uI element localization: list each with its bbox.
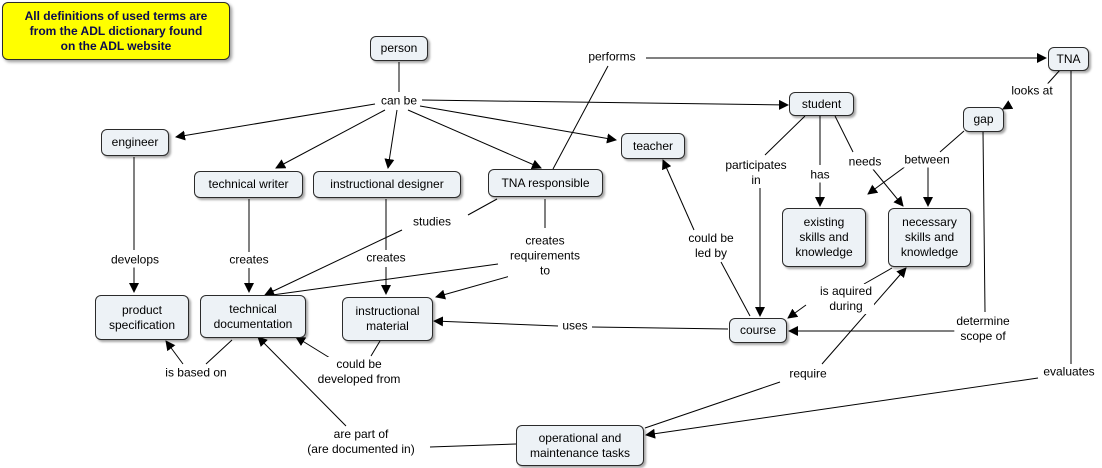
link-between: between — [902, 152, 952, 168]
link-determine-scope-of: determine scope of — [954, 314, 1012, 344]
connector-line — [939, 130, 965, 153]
concept-tna-responsible[interactable]: TNA responsible — [488, 169, 603, 197]
connector-line — [295, 336, 331, 359]
link-are-part-of: are part of (are documented in) — [305, 427, 417, 457]
concept-person[interactable]: person — [370, 36, 428, 61]
connector-line — [720, 261, 751, 317]
link-needs: needs — [846, 154, 884, 170]
link-looks-at: looks at — [1009, 83, 1055, 99]
link-has: has — [808, 167, 832, 183]
link-evaluates: evaluates — [1041, 364, 1097, 380]
connector-line — [370, 340, 381, 357]
link-performs: performs — [586, 49, 638, 65]
concept-technical-documentation[interactable]: technical documentation — [200, 295, 306, 338]
connector-line — [435, 274, 515, 300]
link-creates-requirements-to: creates requirements to — [507, 233, 583, 279]
connector-line — [644, 381, 781, 429]
connector-line — [867, 165, 907, 195]
concept-necessary-skills[interactable]: necessary skills and knowledge — [888, 208, 971, 267]
link-creates-id: creates — [364, 250, 408, 266]
concept-course[interactable]: course — [729, 318, 787, 343]
concept-student[interactable]: student — [789, 92, 854, 116]
concept-tna[interactable]: TNA — [1048, 47, 1089, 71]
connector-line — [419, 105, 617, 144]
concept-operational-tasks[interactable]: operational and maintenance tasks — [516, 425, 644, 466]
concept-technical-writer[interactable]: technical writer — [194, 171, 303, 198]
connector-line — [467, 198, 498, 216]
link-creates-tw: creates — [227, 252, 271, 268]
concept-teacher[interactable]: teacher — [621, 133, 685, 159]
link-participates-in: participates in — [723, 158, 789, 188]
connector-line — [205, 339, 233, 365]
link-could-be-developed-from: could be developed from — [315, 357, 403, 387]
link-studies: studies — [410, 214, 454, 230]
connector-line — [591, 326, 729, 330]
concept-gap[interactable]: gap — [963, 107, 1004, 132]
connector-line — [834, 115, 854, 153]
connector-line — [821, 267, 907, 365]
connector-line — [275, 109, 386, 169]
link-can-be: can be — [378, 93, 420, 109]
connector-line — [264, 263, 499, 300]
connector-line — [257, 336, 347, 427]
connector-line — [264, 229, 403, 296]
connector-line — [421, 99, 789, 110]
link-is-based-on: is based on — [163, 365, 229, 381]
concept-product-specification[interactable]: product specification — [95, 295, 189, 340]
definitions-note: All definitions of used terms are from t… — [2, 2, 230, 60]
connector-line — [552, 65, 609, 170]
link-develops: develops — [108, 252, 162, 268]
connector-line — [787, 304, 807, 319]
concept-instructional-designer[interactable]: instructional designer — [313, 171, 461, 198]
connector-line — [433, 316, 559, 327]
connector-line — [165, 340, 184, 365]
connector-line — [982, 130, 986, 313]
concept-instructional-material[interactable]: instructional material — [342, 297, 433, 341]
connector-line — [764, 115, 806, 156]
connector-line — [429, 443, 517, 448]
connector-line — [645, 377, 1039, 439]
connector-line — [175, 103, 376, 141]
link-could-be-led-by: could be led by — [686, 231, 736, 261]
link-uses: uses — [560, 318, 590, 334]
connector-line — [1002, 100, 1014, 110]
connector-line — [384, 109, 398, 169]
connector-line — [863, 267, 893, 285]
connector-line — [407, 109, 542, 169]
link-require: require — [787, 366, 829, 382]
concept-engineer[interactable]: engineer — [101, 129, 169, 156]
connector-line — [871, 167, 904, 207]
concept-existing-skills[interactable]: existing skills and knowledge — [782, 208, 866, 267]
link-is-aquired-during: is aquired during — [817, 284, 875, 314]
connector-line — [662, 159, 695, 231]
